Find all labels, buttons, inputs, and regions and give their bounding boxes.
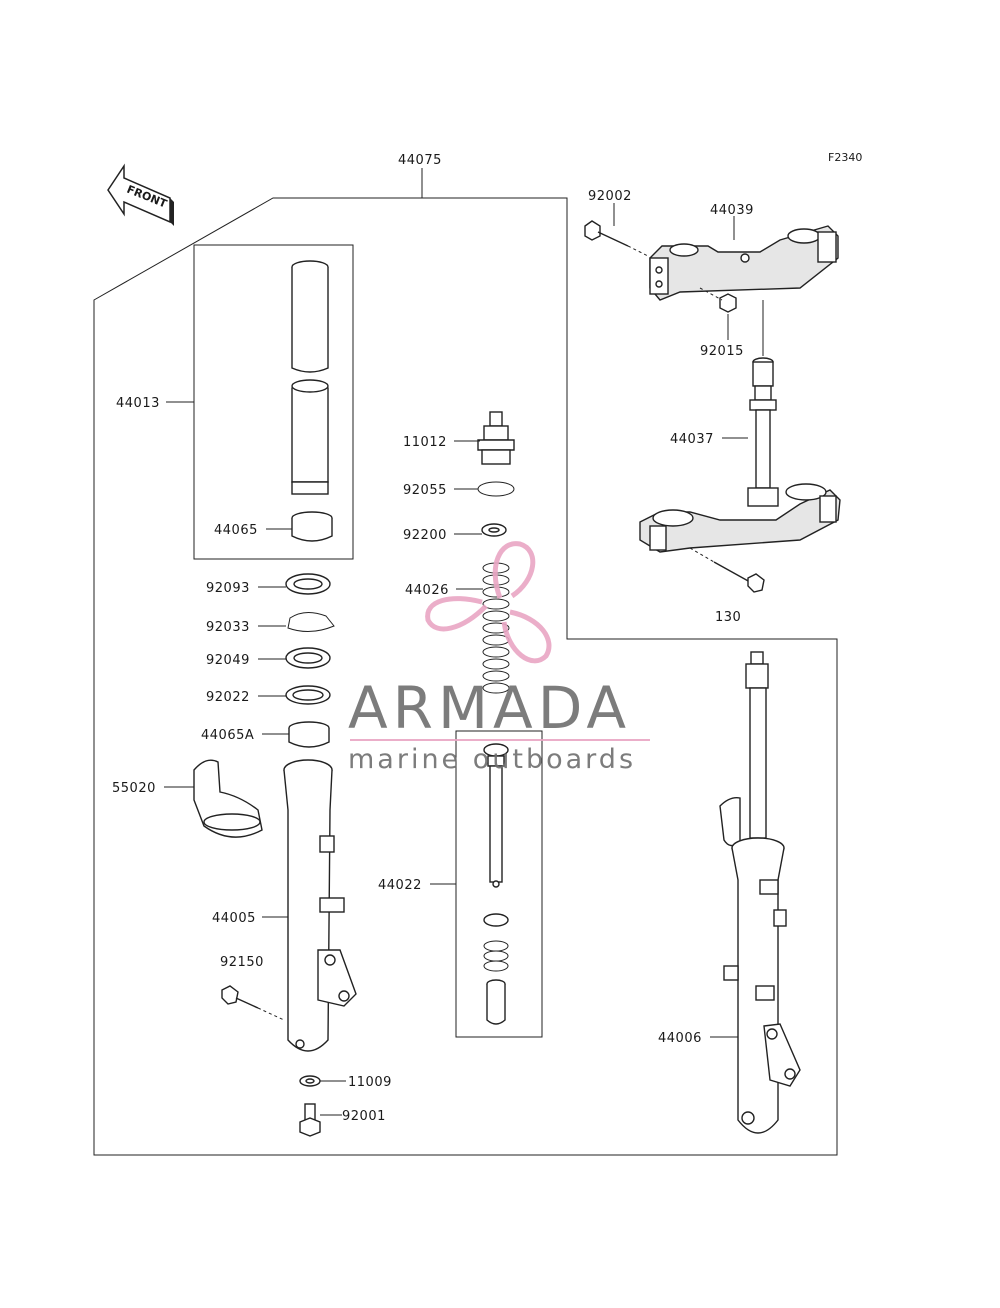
part-label: 44075 bbox=[398, 153, 442, 168]
gasket-11009-part bbox=[299, 1075, 321, 1087]
bolt-92001-part bbox=[299, 1103, 321, 1137]
nut-92015-part bbox=[699, 287, 737, 313]
armada-watermark-logo: ARMADA marine outboards bbox=[348, 541, 650, 775]
watermark-tagline: marine outboards bbox=[348, 744, 636, 775]
part-label: 92200 bbox=[403, 528, 447, 543]
bolt-130-part bbox=[689, 547, 765, 593]
part-label: 44065 bbox=[214, 523, 258, 538]
part-label: 44065A bbox=[201, 728, 254, 743]
bushing-44065A-part bbox=[288, 721, 330, 748]
part-label: 11012 bbox=[403, 435, 447, 450]
front-arrow-icon: FRONT bbox=[107, 163, 174, 226]
part-label: 44026 bbox=[405, 583, 449, 598]
part-label: 44013 bbox=[116, 396, 160, 411]
part-label: 92015 bbox=[700, 344, 744, 359]
steering-stem-part bbox=[639, 357, 841, 553]
part-label: 92001 bbox=[342, 1109, 386, 1124]
part-label: 44006 bbox=[658, 1031, 702, 1046]
part-label: 92033 bbox=[206, 620, 250, 635]
oil-seal-92093-part bbox=[285, 573, 331, 595]
fork-assembly-44006-part bbox=[719, 651, 801, 1134]
part-label: 92002 bbox=[588, 189, 632, 204]
seal-92049-part bbox=[285, 647, 331, 669]
upper-bracket-part bbox=[649, 225, 839, 301]
part-label: 92022 bbox=[206, 690, 250, 705]
part-label: 44005 bbox=[212, 911, 256, 926]
assembly-boundary bbox=[93, 197, 838, 1156]
part-label: 92055 bbox=[403, 483, 447, 498]
circlip-92033-part bbox=[287, 612, 335, 632]
fork-guard-55020-part bbox=[193, 759, 263, 838]
part-label: 44022 bbox=[378, 878, 422, 893]
part-label: 11009 bbox=[348, 1075, 392, 1090]
damper-rod-44022-part bbox=[483, 743, 509, 1025]
part-label: 44037 bbox=[670, 432, 714, 447]
part-label: 92049 bbox=[206, 653, 250, 668]
part-label: 92150 bbox=[220, 955, 264, 970]
bolt-92002-part bbox=[584, 220, 649, 257]
outer-tube-44005-part bbox=[283, 759, 357, 1052]
bolt-92150-part bbox=[221, 985, 285, 1021]
washer-92022-part bbox=[285, 685, 331, 705]
watermark-name: ARMADA bbox=[348, 674, 631, 742]
part-label: 130 bbox=[715, 610, 741, 625]
cap-bolt-11012-part bbox=[477, 411, 515, 465]
o-ring-92055-part bbox=[477, 481, 515, 497]
inner-tube-44013-part bbox=[291, 260, 329, 495]
part-label: 92093 bbox=[206, 581, 250, 596]
propeller-icon bbox=[425, 541, 552, 664]
bushing-44065-part bbox=[291, 511, 333, 542]
part-label: 44039 bbox=[710, 203, 754, 218]
washer-92200-part bbox=[481, 523, 507, 537]
diagram-ref-code: F2340 bbox=[828, 151, 862, 164]
part-label: 55020 bbox=[112, 781, 156, 796]
sub-assembly-box-44013 bbox=[193, 244, 354, 560]
